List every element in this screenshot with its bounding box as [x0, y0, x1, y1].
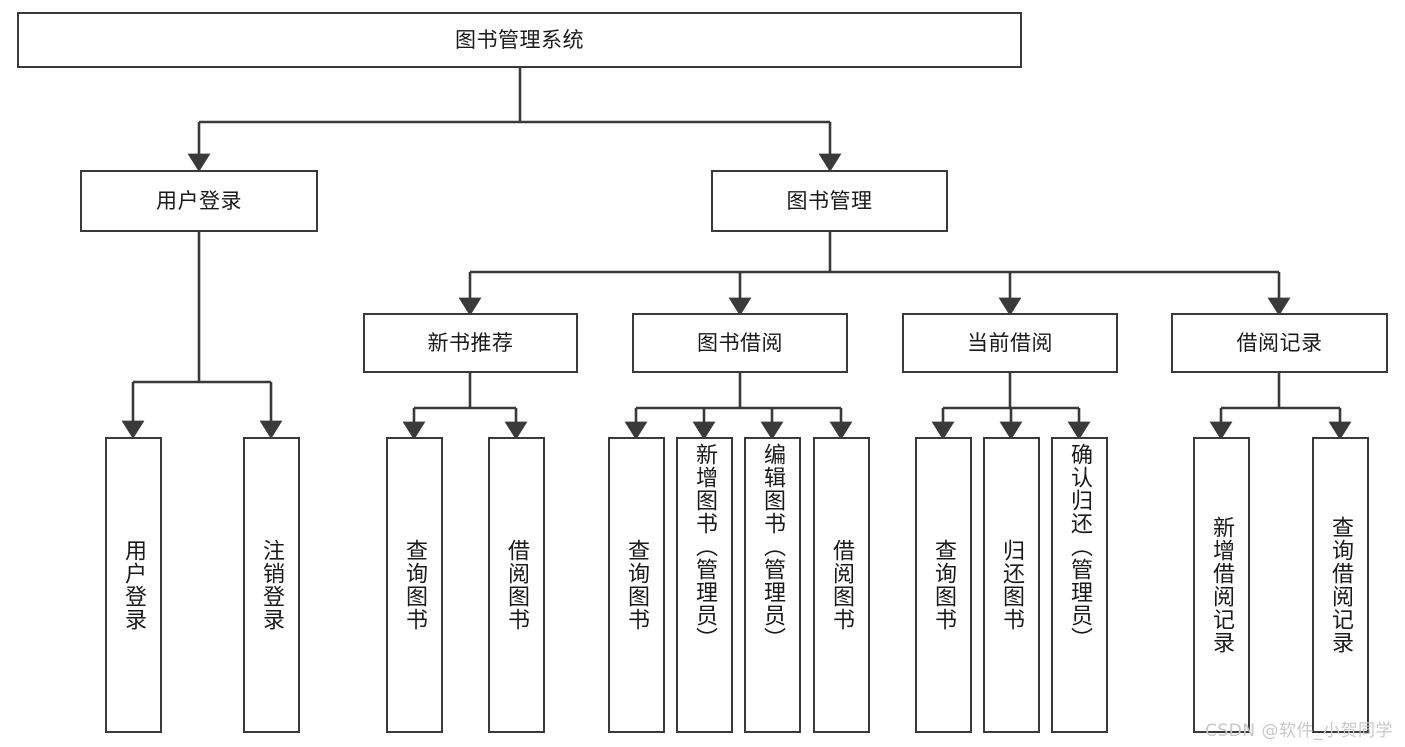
watermark-text: CSDN @软件_小贺同学	[1205, 721, 1393, 741]
node-label: 编辑图书（管理员）	[760, 443, 786, 650]
leaf-book-borrow-add[interactable]: 新增图书（管理员）	[676, 437, 733, 733]
leaf-user-login-logout[interactable]: 注销登录	[243, 437, 300, 733]
node-label: 查询借阅记录	[1328, 516, 1354, 654]
leaf-book-borrow-query[interactable]: 查询图书	[608, 437, 665, 733]
leaf-borrow-record-add[interactable]: 新增借阅记录	[1193, 437, 1250, 733]
node-label: 新增图书（管理员）	[692, 443, 718, 650]
node-root-system[interactable]: 图书管理系统	[17, 12, 1022, 68]
node-label: 新增借阅记录	[1209, 516, 1235, 654]
node-label: 用户登录	[156, 188, 242, 213]
node-label: 注销登录	[259, 539, 285, 631]
node-label: 借阅记录	[1236, 330, 1323, 355]
node-label: 图书管理系统	[455, 27, 584, 52]
leaf-borrow-record-query[interactable]: 查询借阅记录	[1312, 437, 1369, 733]
node-label: 确认归还（管理员）	[1067, 443, 1093, 650]
node-label: 用户登录	[121, 539, 147, 631]
node-label: 归还图书	[999, 539, 1025, 631]
node-label: 查询图书	[931, 539, 957, 631]
node-current-borrow[interactable]: 当前借阅	[902, 313, 1118, 373]
node-label: 查询图书	[624, 539, 650, 631]
leaf-book-borrow-edit[interactable]: 编辑图书（管理员）	[744, 437, 801, 733]
node-label: 借阅图书	[829, 539, 855, 631]
leaf-current-borrow-query[interactable]: 查询图书	[915, 437, 972, 733]
node-label: 当前借阅	[967, 330, 1053, 355]
leaf-new-book-borrow[interactable]: 借阅图书	[488, 437, 545, 733]
leaf-current-borrow-return[interactable]: 归还图书	[983, 437, 1040, 733]
node-new-book-recommend[interactable]: 新书推荐	[363, 313, 578, 373]
leaf-user-login-login[interactable]: 用户登录	[105, 437, 162, 733]
leaf-new-book-query[interactable]: 查询图书	[386, 437, 443, 733]
node-label: 借阅图书	[504, 539, 530, 631]
node-book-borrow[interactable]: 图书借阅	[632, 313, 848, 373]
node-book-management[interactable]: 图书管理	[711, 170, 948, 232]
node-borrow-record[interactable]: 借阅记录	[1171, 313, 1388, 373]
node-label: 图书借阅	[697, 330, 783, 355]
node-user-login[interactable]: 用户登录	[80, 170, 318, 232]
leaf-current-borrow-confirm[interactable]: 确认归还（管理员）	[1051, 437, 1108, 733]
node-label: 新书推荐	[427, 330, 514, 355]
node-label: 图书管理	[786, 188, 873, 213]
leaf-book-borrow-lend[interactable]: 借阅图书	[813, 437, 870, 733]
node-label: 查询图书	[402, 539, 428, 631]
